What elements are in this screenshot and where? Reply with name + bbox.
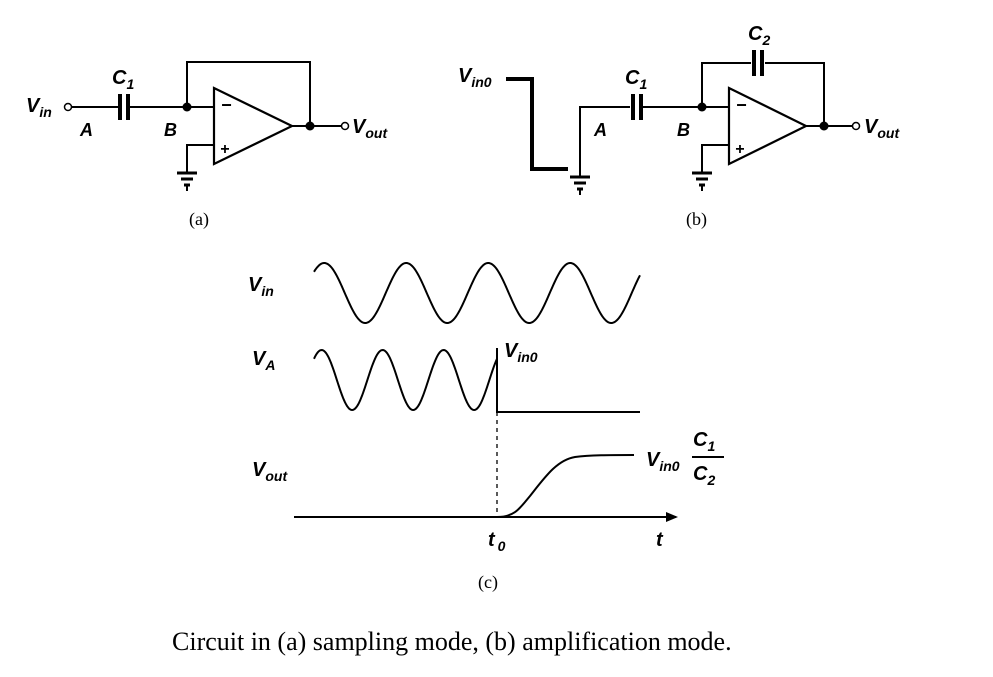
node-a-label-b: A [593, 120, 607, 140]
vout-waveform [312, 454, 635, 518]
vin-terminal [63, 102, 73, 112]
op-amp-minus-b: − [736, 95, 747, 115]
feedback-wire-left [701, 62, 751, 107]
gain-numerator: C1 [693, 429, 715, 454]
op-amp-plus-b: + [735, 141, 744, 158]
subcaption-a: (a) [189, 209, 209, 230]
output-node-dot-b [819, 121, 829, 131]
node-b-label-b: B [677, 120, 690, 140]
op-amp-b [727, 86, 809, 166]
vin0-step-waveform [506, 77, 568, 171]
vout-terminal [340, 121, 350, 131]
gain-vin0: Vin0 [646, 449, 680, 474]
subcaption-b: (b) [686, 209, 707, 230]
feedback-wire [186, 61, 311, 126]
gain-expression: Vin0 C1 C2 [646, 429, 724, 488]
t-axis-label: t [656, 529, 664, 551]
vout-label: Vout [352, 116, 388, 141]
gain-denominator: C2 [693, 463, 715, 488]
wire-ground-c1 [579, 106, 630, 177]
node-a-label: A [79, 120, 93, 140]
vout-waveform-label: Vout [252, 459, 288, 484]
output-node-dot [305, 121, 315, 131]
figure-caption: Circuit in (a) sampling mode, (b) amplif… [172, 627, 732, 656]
c2-label: C2 [748, 23, 770, 48]
capacitor-c2 [752, 50, 764, 76]
ground-icon [570, 175, 590, 195]
vin-waveform-label: Vin [248, 274, 274, 299]
vin-label: Vin [26, 95, 52, 120]
op-amp-plus: + [220, 141, 229, 158]
plus-input-wire-b [701, 144, 729, 172]
op-amp [212, 86, 295, 166]
vout-terminal-b [851, 121, 861, 131]
va-waveform-label: VA [252, 348, 275, 373]
subcaption-c: (c) [478, 572, 498, 593]
circuit-b-amplification: Vin0 A C1 B C2 − + [458, 23, 900, 230]
ground-icon [692, 171, 712, 191]
node-b-label: B [164, 120, 177, 140]
circuit-a-sampling: Vin C1 A B − + Vout (a) [26, 61, 388, 230]
feedback-wire-right [765, 62, 825, 126]
c1-label: C1 [112, 67, 134, 92]
vin0-marker-label: Vin0 [504, 340, 538, 365]
capacitor-c1-b [631, 94, 643, 120]
vin-sine-waveform [313, 262, 641, 324]
vout-label-b: Vout [864, 116, 900, 141]
ground-icon [177, 171, 197, 191]
plus-input-wire [186, 144, 214, 172]
vin0-label: Vin0 [458, 65, 492, 90]
op-amp-minus: − [221, 95, 232, 115]
capacitor-c1 [118, 94, 130, 120]
c1-label-b: C1 [625, 67, 647, 92]
va-waveform [313, 348, 640, 413]
